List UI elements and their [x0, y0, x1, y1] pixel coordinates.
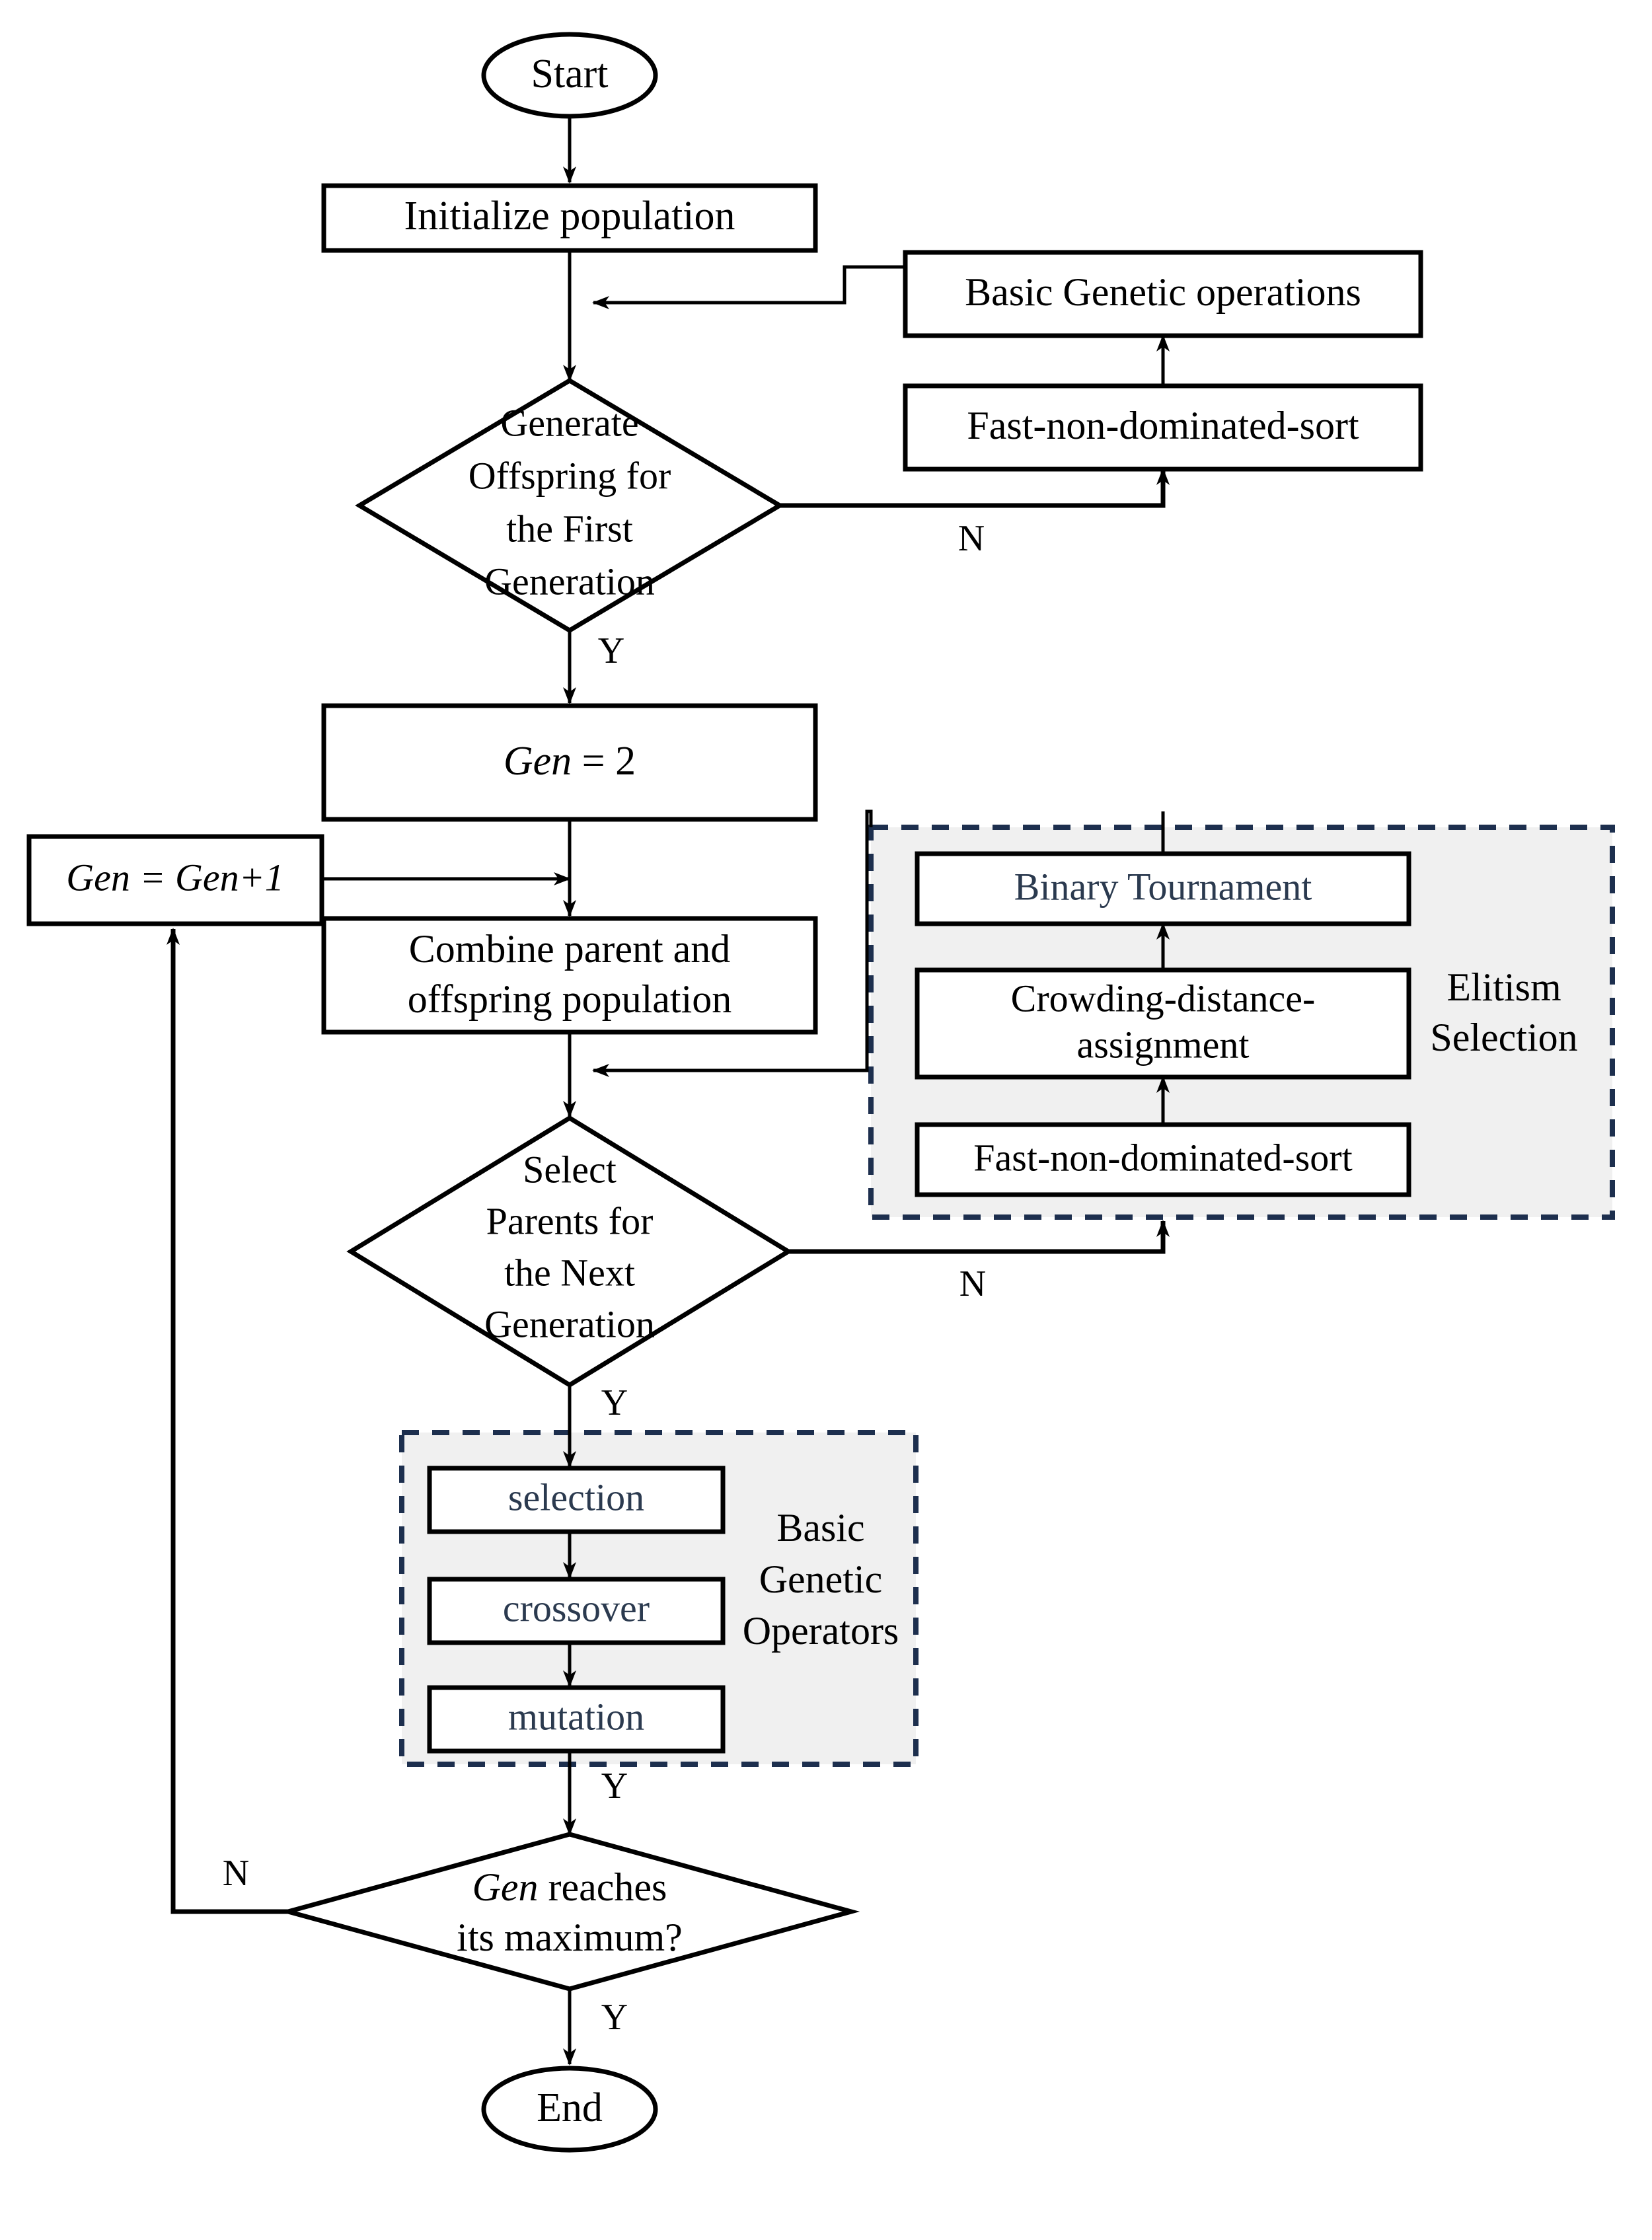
node-generate-offspring-line4: Generation: [484, 560, 655, 603]
group-basic-genetic-operators-label-line3: Operators: [743, 1609, 899, 1653]
node-gen-max-decision[interactable]: [279, 1832, 860, 1992]
conn-gen-max-no-branch: [167, 928, 288, 1914]
node-gen-equals-two-rest-part: = 2: [572, 739, 636, 784]
node-binary-tournament-label: Binary Tournament: [1014, 865, 1312, 908]
node-crowding-distance-assignment-line2: assignment: [1077, 1023, 1250, 1066]
branch-label-select-parents-no: N: [959, 1263, 986, 1304]
node-crossover-label: crossover: [503, 1587, 650, 1629]
node-generate-offspring-line1: Generate: [500, 401, 638, 444]
node-initialize-population[interactable]: [321, 183, 818, 253]
node-combine-population[interactable]: [321, 916, 818, 1035]
node-select-parents-decision[interactable]: [346, 1115, 793, 1388]
node-gen-max-line2: its maximum?: [457, 1916, 683, 1959]
node-fast-non-dominated-sort-bottom-label: Fast-non-dominated-sort: [973, 1136, 1352, 1179]
node-end-label: End: [537, 2085, 603, 2130]
node-gen-increment-label: Gen = Gen+1: [66, 856, 284, 899]
node-generate-offspring-line3: the First: [506, 507, 633, 550]
node-mutation[interactable]: [427, 1685, 726, 1754]
group-basic-genetic-operators-label-line1: Basic: [776, 1506, 864, 1549]
node-start-label: Start: [531, 52, 608, 96]
node-gen-equals-two-italic-part: Gen: [504, 739, 572, 784]
node-basic-genetic-operations[interactable]: [903, 250, 1423, 338]
node-selection-label: selection: [508, 1475, 644, 1518]
branch-label-select-parents-yes: Y: [601, 1382, 628, 1423]
node-initialize-population-label: Initialize population: [404, 194, 735, 239]
node-combine-population-line2: offspring population: [408, 977, 732, 1021]
node-generate-offspring-line2: Offspring for: [469, 454, 671, 497]
node-gen-increment[interactable]: [26, 834, 324, 926]
node-gen-equals-two-label: Gen = 2: [504, 739, 636, 784]
node-select-parents-line3: the Next: [504, 1251, 635, 1294]
node-crossover[interactable]: [427, 1577, 726, 1645]
conn-generate-offspring-no-branch: [780, 468, 1170, 508]
node-binary-tournament[interactable]: [915, 851, 1411, 926]
node-gen-max-line1: Gen reaches: [472, 1865, 667, 1909]
node-gen-max-italic-part: Gen: [472, 1865, 539, 1909]
node-select-parents-line2: Parents for: [486, 1199, 654, 1242]
group-basic-genetic-operators-label-line2: Genetic: [759, 1557, 883, 1601]
branch-label-gen-max-no: N: [223, 1853, 249, 1894]
group-elitism-selection-label-line2: Selection: [1430, 1016, 1577, 1059]
node-basic-genetic-operations-label: Basic Genetic operations: [965, 270, 1361, 314]
node-start[interactable]: [481, 32, 658, 119]
group-elitism-selection-label-line1: Elitism: [1446, 965, 1561, 1009]
node-generate-offspring-decision[interactable]: [355, 377, 784, 634]
node-select-parents-line4: Generation: [484, 1302, 655, 1345]
conn-elitism-feedback: [592, 809, 873, 1077]
node-gen-max-rest-part: reaches: [539, 1865, 667, 1909]
node-fast-non-dominated-sort-top[interactable]: [903, 383, 1423, 472]
branch-label-generate-offspring-no: N: [958, 518, 985, 559]
node-gen-equals-two[interactable]: [321, 703, 818, 822]
node-select-parents-line1: Select: [523, 1148, 617, 1191]
node-mutation-label: mutation: [508, 1695, 644, 1738]
node-selection[interactable]: [427, 1466, 726, 1534]
branch-label-generate-offspring-yes: Y: [598, 630, 624, 671]
node-fast-non-dominated-sort-top-label: Fast-non-dominated-sort: [967, 404, 1359, 447]
node-fast-non-dominated-sort-bottom[interactable]: [915, 1122, 1411, 1197]
node-crowding-distance-assignment-line1: Crowding-distance-: [1011, 977, 1316, 1020]
branch-label-gen-max-yes: Y: [601, 1997, 628, 2038]
node-combine-population-line1: Combine parent and: [409, 927, 731, 971]
conn-select-parents-no-branch: [788, 1220, 1170, 1254]
node-crowding-distance-assignment[interactable]: [915, 967, 1411, 1080]
branch-label-operators-yes: Y: [601, 1766, 628, 1807]
node-end[interactable]: [481, 2066, 658, 2153]
